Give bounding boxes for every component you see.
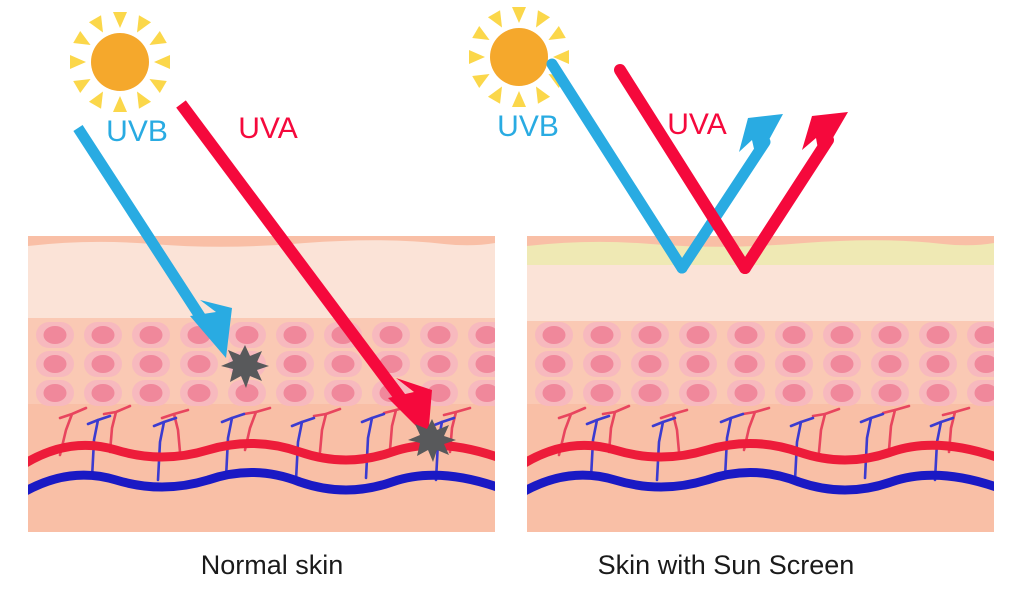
uva-reflected-arrowhead xyxy=(802,112,848,160)
panel-sunscreen-skin: UVB UVA Skin with Sun Screen xyxy=(469,7,994,580)
sun-disc-2 xyxy=(490,28,548,86)
artery-wave xyxy=(28,439,495,467)
caption-normal-skin: Normal skin xyxy=(201,550,344,580)
sun-icon xyxy=(70,12,170,112)
uva-arrowhead xyxy=(388,378,432,438)
uva-label-sunscreen: UVA xyxy=(667,108,726,141)
stratum-corneum-layer xyxy=(28,240,495,318)
uva-ray-line xyxy=(176,100,410,408)
uvb-incident-line xyxy=(546,58,688,274)
vein-wave-2 xyxy=(527,468,994,495)
sun-disc xyxy=(91,33,149,91)
panel-normal-skin: UVB UVA Normal skin xyxy=(28,12,495,580)
sun-ray-group xyxy=(70,12,170,112)
uvb-label-sunscreen: UVB xyxy=(497,110,559,143)
uva-label-normal: UVA xyxy=(238,112,297,145)
uvb-reflected-line xyxy=(676,136,771,274)
vein-wave xyxy=(28,468,495,495)
uvb-ray-normal xyxy=(73,125,232,358)
uva-ray-normal xyxy=(176,100,432,438)
uva-ray-reflected xyxy=(614,64,848,274)
uvb-arrowhead xyxy=(190,300,232,358)
uvb-ray-reflected xyxy=(546,58,783,274)
skin-block-normal xyxy=(28,236,495,532)
artery-wave-2 xyxy=(527,439,994,467)
uvb-reflected-arrowhead xyxy=(739,114,783,162)
uva-reflected-line xyxy=(739,134,834,274)
skin-block-sunscreen xyxy=(527,236,994,532)
uvb-ray-line xyxy=(73,125,210,327)
stratum-corneum-layer-2 xyxy=(527,263,994,321)
uva-incident-line xyxy=(614,64,751,274)
uvb-label-normal: UVB xyxy=(106,115,168,148)
caption-sunscreen-skin: Skin with Sun Screen xyxy=(598,550,855,580)
